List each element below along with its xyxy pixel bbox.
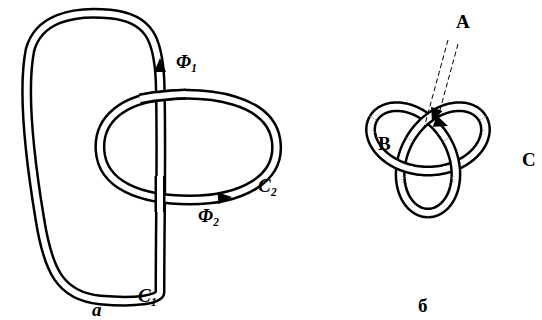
trefoil-tube-inner: [428, 140, 456, 214]
dashed-surface: [424, 40, 458, 132]
figure-label: Φ₁: [176, 52, 198, 71]
tube-c2: [100, 94, 277, 200]
trefoil-tube-inner: [371, 119, 428, 172]
trefoil-tube-edge: [428, 140, 456, 214]
figure-label: C₁: [138, 286, 157, 305]
tube-c2-over: [140, 94, 186, 99]
tube-c1-over: [160, 176, 161, 212]
figure-label: A: [456, 12, 470, 31]
tube-c1-edge: [27, 13, 161, 301]
tube-c2-edge: [100, 94, 277, 200]
flux-arrow-1: [154, 58, 166, 72]
figure-label: Φ₂: [198, 206, 220, 225]
figure-label: C: [522, 150, 536, 169]
trefoil-tube: [428, 140, 456, 214]
tube-c2-inner: [100, 94, 277, 200]
figure-label: a: [92, 300, 102, 319]
trefoil-tube-inner: [410, 107, 483, 140]
tube-c2-over-edge: [140, 94, 186, 99]
trefoil-tube-edge: [410, 107, 483, 140]
tube-c2-over-inner: [140, 94, 186, 99]
tube-c1-over-edge: [155, 176, 166, 212]
tube-c1: [27, 13, 161, 301]
trefoil-tube: [410, 107, 483, 140]
trefoil-tube: [371, 119, 428, 172]
trefoil-tube-edge: [371, 119, 428, 172]
trefoil-arrow-2: [433, 116, 448, 127]
tube-c1-over-inner: [157, 176, 163, 212]
figure-label: C₂: [258, 176, 277, 195]
figure-label: б: [418, 296, 428, 315]
flux-arrow-2: [218, 192, 232, 204]
figure-label: B: [378, 134, 391, 153]
tube-c1-inner: [27, 13, 161, 301]
